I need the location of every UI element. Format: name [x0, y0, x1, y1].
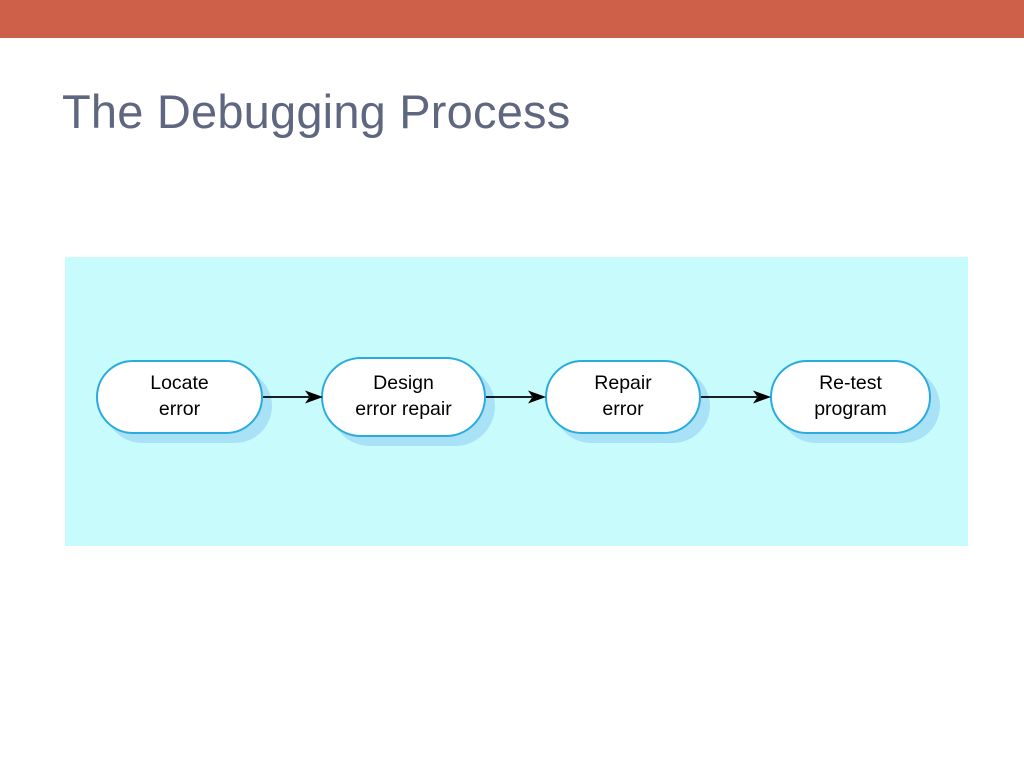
- process-node-line-2: error: [602, 398, 644, 420]
- debugging-process-diagram-panel: Locate error Design error repair Repair err…: [65, 257, 968, 546]
- top-accent-bar: [0, 0, 1024, 38]
- process-node-line-2: error repair: [355, 398, 452, 420]
- process-node-label: Locate error: [140, 371, 219, 422]
- connector-arrow-locate-to-design: [263, 389, 323, 405]
- process-node-design-error-repair[interactable]: Design error repair: [321, 357, 486, 437]
- process-node-re-test-program[interactable]: Re-test program: [770, 360, 931, 434]
- process-node-label: Repair error: [584, 371, 661, 422]
- process-node-line-1: Locate: [150, 372, 209, 395]
- process-node-line-2: error: [158, 398, 201, 420]
- process-node-line-2: program: [814, 398, 887, 420]
- process-node-label: Design error repair: [345, 371, 461, 422]
- page-title: The Debugging Process: [62, 85, 571, 138]
- connector-arrow-design-to-repair: [486, 389, 546, 405]
- process-flow: Locate error Design error repair Repair err…: [65, 257, 968, 546]
- process-node-repair-error[interactable]: Repair error: [545, 360, 701, 434]
- process-node-line-1: Re-test: [819, 372, 882, 395]
- process-node-line-1: Design: [373, 372, 434, 395]
- connector-arrow-repair-to-retest: [701, 389, 771, 405]
- process-node-line-1: Repair: [594, 372, 652, 395]
- process-node-label: Re-test program: [804, 371, 897, 422]
- process-node-locate-error[interactable]: Locate error: [96, 360, 263, 434]
